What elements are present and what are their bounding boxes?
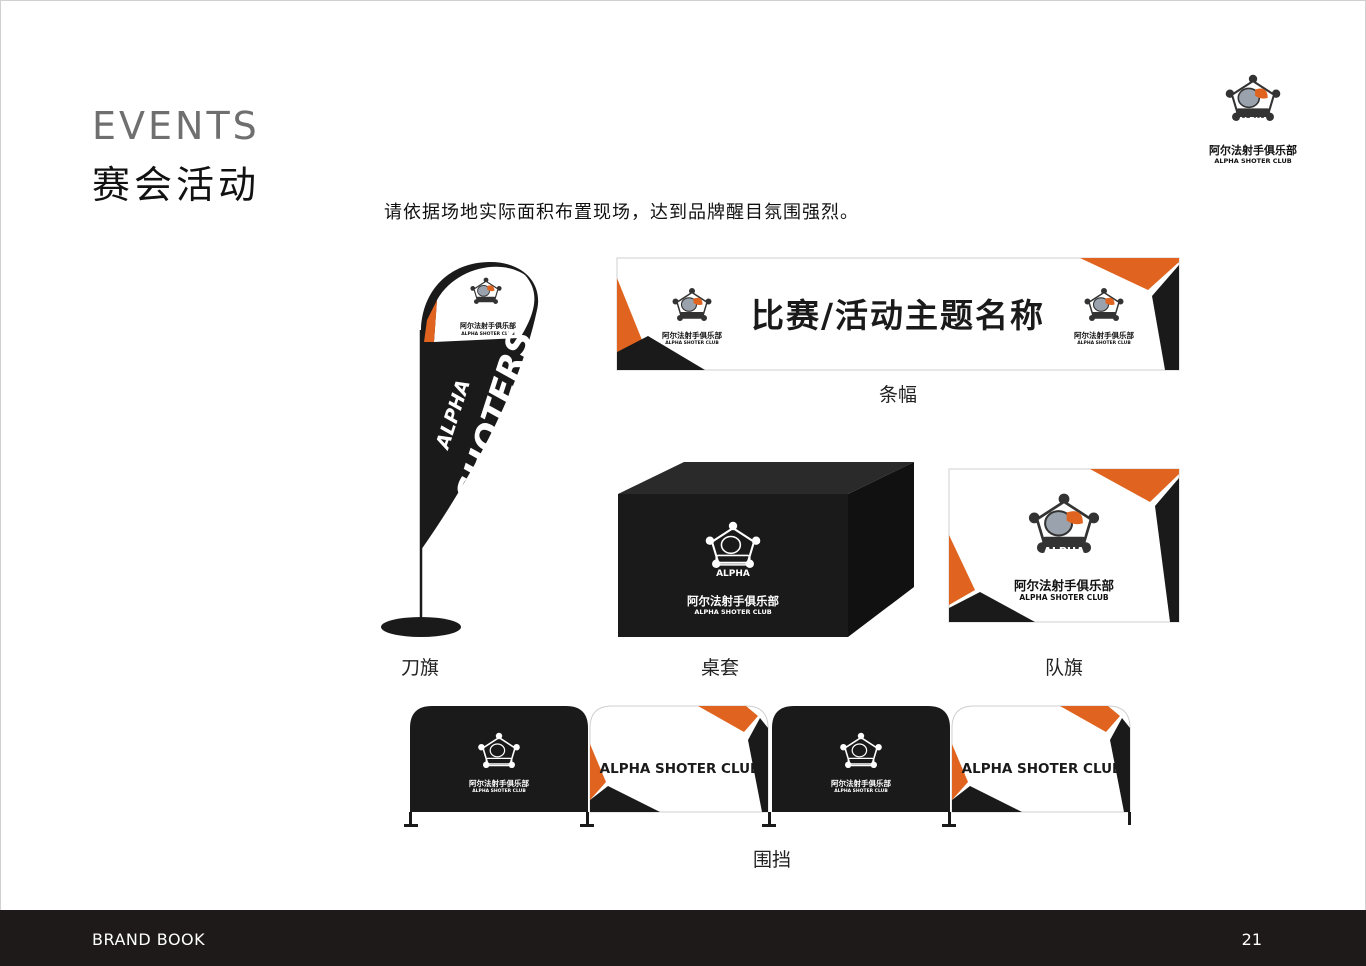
team-flag-logo-cn: 阿尔法射手俱乐部	[1014, 578, 1115, 593]
event-banner: 阿尔法射手俱乐部 ALPHA SHOTER CLUB 阿尔法射手俱乐部 ALPH…	[616, 257, 1180, 371]
barrier-panel-4: ALPHA SHOTER CLUB	[951, 705, 1131, 813]
section-title-en: EVENTS	[92, 104, 260, 148]
banner-logo-right-en: ALPHA SHOTER CLUB	[1077, 340, 1131, 346]
footer-brand: BRAND BOOK	[92, 930, 206, 949]
brand-logo: ALPHA 阿尔法射手俱乐部 ALPHA SHOTER CLUB	[1209, 73, 1297, 165]
page-number: 21	[1241, 930, 1262, 949]
flag-logo-en: ALPHA SHOTER CLUB	[461, 331, 515, 337]
barrier2-text: ALPHA SHOTER CLUB	[600, 761, 761, 777]
barrier3-logo-cn: 阿尔法射手俱乐部	[831, 778, 891, 788]
caption-barrier: 围挡	[753, 849, 792, 871]
barrier-panel-2: ALPHA SHOTER CLUB	[589, 705, 769, 813]
caption-feather-flag: 刀旗	[401, 657, 440, 679]
logo-name-cn: 阿尔法射手俱乐部	[1209, 143, 1297, 157]
table-emblem-text: ALPHA	[716, 569, 750, 579]
caption-banner: 条幅	[879, 384, 918, 406]
table-logo-en: ALPHA SHOTER CLUB	[694, 608, 771, 616]
flag-logo-cn: 阿尔法射手俱乐部	[460, 321, 516, 330]
logo-emblem-text: ALPHA	[1238, 116, 1269, 125]
feather-flag: 阿尔法射手俱乐部 ALPHA SHOTER CLUB ALPHA SHOTERS	[381, 262, 542, 637]
team-flag: ALPHA 阿尔法射手俱乐部 ALPHA SHOTER CLUB	[948, 468, 1180, 623]
barrier1-logo-cn: 阿尔法射手俱乐部	[469, 778, 529, 788]
banner-logo-left-cn: 阿尔法射手俱乐部	[662, 330, 722, 340]
table-cover: ALPHA 阿尔法射手俱乐部 ALPHA SHOTER CLUB	[618, 462, 914, 637]
banner-logo-right-cn: 阿尔法射手俱乐部	[1074, 330, 1134, 340]
banner-title: 比赛/活动主题名称	[751, 296, 1045, 335]
barrier-panel-3: 阿尔法射手俱乐部 ALPHA SHOTER CLUB	[772, 706, 950, 812]
instruction-text: 请依据场地实际面积布置现场，达到品牌醒目氛围强烈。	[384, 202, 859, 223]
caption-team-flag: 队旗	[1045, 657, 1084, 679]
caption-table-cover: 桌套	[701, 657, 740, 679]
barrier-panel-1: 阿尔法射手俱乐部 ALPHA SHOTER CLUB	[410, 706, 588, 812]
banner-logo-left-en: ALPHA SHOTER CLUB	[665, 340, 719, 346]
barrier1-logo-en: ALPHA SHOTER CLUB	[472, 788, 526, 794]
team-flag-logo-en: ALPHA SHOTER CLUB	[1019, 593, 1109, 602]
team-flag-emblem-text: ALPHA	[1043, 545, 1085, 558]
barrier3-logo-en: ALPHA SHOTER CLUB	[834, 788, 888, 794]
barrier-feet	[404, 812, 1131, 827]
barrier4-text: ALPHA SHOTER CLUB	[962, 761, 1123, 777]
table-logo-cn: 阿尔法射手俱乐部	[687, 594, 779, 608]
footer-bar: BRAND BOOK 21	[0, 910, 1366, 966]
section-title-cn: 赛会活动	[92, 163, 261, 207]
logo-name-en: ALPHA SHOTER CLUB	[1214, 157, 1291, 165]
